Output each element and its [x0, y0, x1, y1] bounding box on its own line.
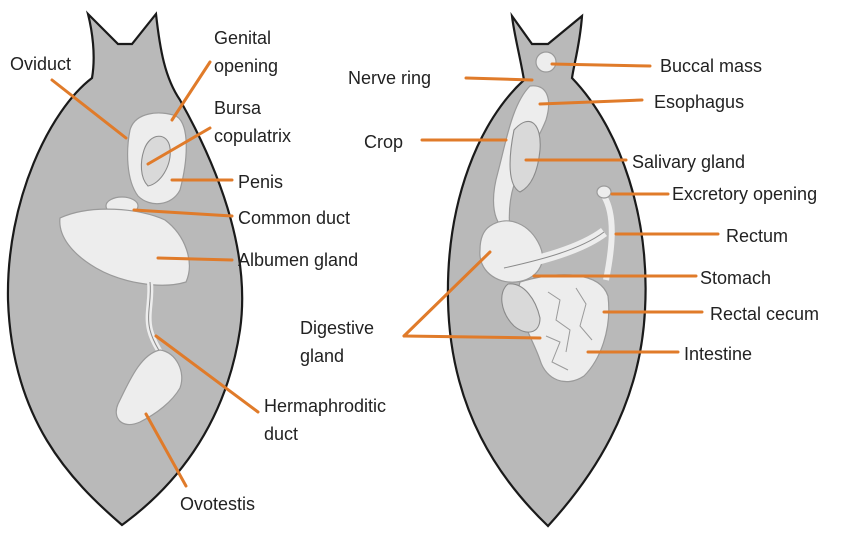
label-rectum: Rectum — [726, 226, 788, 246]
label-bursa-copulatrix-line2: copulatrix — [214, 126, 291, 146]
label-stomach: Stomach — [700, 268, 771, 288]
label-digestive-gland-line2: gland — [300, 346, 344, 366]
label-excretory-opening: Excretory opening — [672, 184, 817, 204]
leader-albumen-gland — [158, 258, 232, 260]
label-penis: Penis — [238, 172, 283, 192]
label-digestive-gland-line1: Digestive — [300, 318, 374, 338]
reproductive-system-figure: Oviduct Genital opening Bursa copulatrix… — [8, 14, 386, 525]
leader-digestive-gland-lower — [404, 336, 540, 338]
leader-nerve-ring — [466, 78, 532, 80]
label-nerve-ring: Nerve ring — [348, 68, 431, 88]
label-common-duct: Common duct — [238, 208, 350, 228]
excretory-opening-shape — [597, 186, 611, 198]
label-rectal-cecum: Rectal cecum — [710, 304, 819, 324]
label-ovotestis: Ovotestis — [180, 494, 255, 514]
label-esophagus: Esophagus — [654, 92, 744, 112]
label-genital-opening-line2: opening — [214, 56, 278, 76]
label-genital-opening-line1: Genital — [214, 28, 271, 48]
label-crop: Crop — [364, 132, 403, 152]
label-oviduct: Oviduct — [10, 54, 71, 74]
right-slug-body — [448, 16, 646, 526]
leader-buccal-mass — [552, 64, 650, 66]
label-intestine: Intestine — [684, 344, 752, 364]
label-hermaphroditic-duct-line1: Hermaphroditic — [264, 396, 386, 416]
buccal-mass-shape — [536, 52, 556, 72]
digestive-system-figure: Nerve ring Crop Buccal mass Esophagus Sa… — [300, 16, 819, 526]
label-bursa-copulatrix-line1: Bursa — [214, 98, 262, 118]
label-buccal-mass: Buccal mass — [660, 56, 762, 76]
leader-genital-opening — [172, 62, 210, 120]
label-albumen-gland: Albumen gland — [238, 250, 358, 270]
label-salivary-gland: Salivary gland — [632, 152, 745, 172]
label-hermaphroditic-duct-line2: duct — [264, 424, 298, 444]
